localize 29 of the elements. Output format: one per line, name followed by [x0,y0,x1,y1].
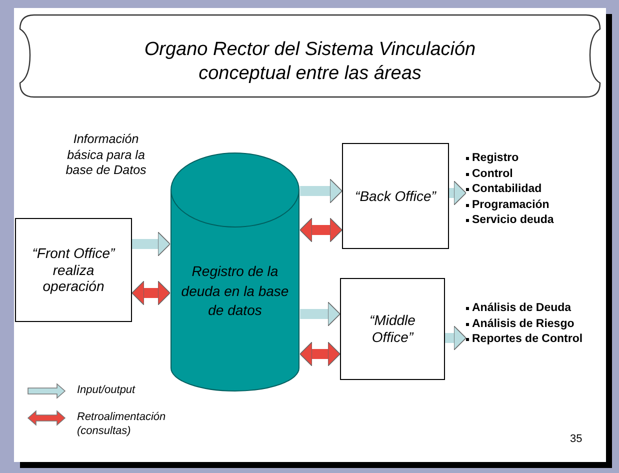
bullet-item: Contabilidad [466,182,576,198]
double-block-arrow [300,218,342,242]
legend-label: Retroalimentación (consultas) [77,410,167,439]
office-box [342,143,449,249]
office-box [340,278,445,380]
block-arrow [449,180,466,206]
bullet-item: Registro [466,151,576,167]
bullet-item: Análisis de Riesgo [466,316,601,332]
note-text: Información básica para la base de Datos [64,132,148,179]
box-label: “Middle Office” [368,312,416,346]
node-text: Registro de la deuda en la base de datos [180,262,290,320]
bullet-item: Control [466,166,576,182]
block-arrow [300,178,342,204]
database-cylinder [170,152,300,392]
legend-label: Input/output [77,383,136,398]
double-block-arrow [300,342,340,366]
title: Organo Rector del Sistema Vinculación conceptual entre las áreas [143,38,477,86]
box-label: “Back Office” [354,188,438,204]
box-label: “Front Office” realiza operación [31,244,116,296]
bullet-item: Programación [466,198,576,214]
block-arrow [445,326,466,350]
office-box [15,218,132,322]
bullet-item: Reportes de Control [466,332,601,348]
bullet-item: Servicio deuda [466,213,576,229]
block-arrow [132,232,170,256]
page-number: 35 [570,433,584,447]
block-arrow [300,302,340,326]
double-block-arrow [132,280,170,306]
bullet-item: Análisis de Deuda [466,301,601,317]
